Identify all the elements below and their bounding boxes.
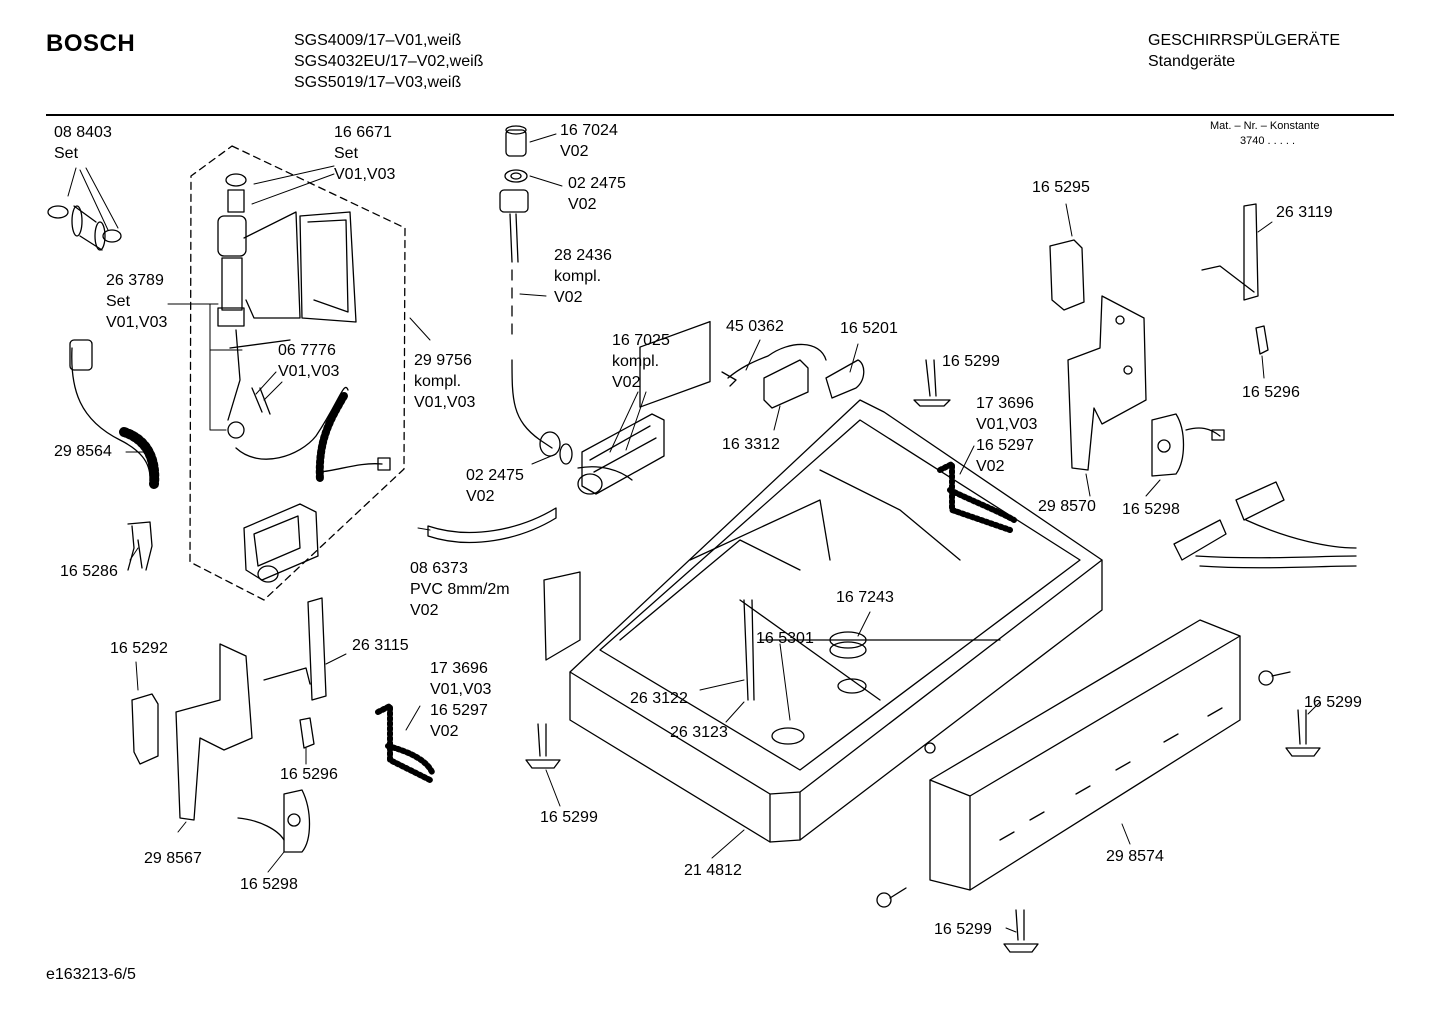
spring-bracket-part bbox=[378, 464, 1014, 780]
part-label-167243: 16 7243 bbox=[836, 589, 894, 606]
material-number-value: 3740 . . . . . bbox=[1240, 135, 1296, 147]
part-label-165299-left: 16 5299 bbox=[540, 809, 598, 826]
part-label-263123: 26 3123 bbox=[670, 724, 728, 741]
front-panel-part bbox=[930, 620, 1240, 890]
pressure-chamber-part bbox=[578, 414, 664, 494]
part-label-165286: 16 5286 bbox=[60, 563, 118, 580]
part-label-165201: 16 5201 bbox=[840, 320, 898, 337]
switch-bracket-part bbox=[1068, 296, 1356, 568]
part-label-165298-right: 16 5298 bbox=[1122, 501, 1180, 518]
model-line: SGS4009/17–V01,weiß bbox=[294, 32, 462, 49]
part-label-263122: 26 3122 bbox=[630, 690, 688, 707]
part-label-163312: 16 3312 bbox=[722, 436, 780, 453]
drawing-id: e163213-6/5 bbox=[46, 966, 136, 983]
part-label-450362: 45 0362 bbox=[726, 318, 784, 335]
category-subtitle: Standgeräte bbox=[1148, 53, 1236, 70]
part-label-165301: 16 5301 bbox=[756, 630, 814, 647]
material-number-block: Mat. – Nr. – Konstante 3740 . . . . . bbox=[1210, 119, 1319, 149]
board-holder-part bbox=[244, 504, 318, 582]
category-block: GESCHIRRSPÜLGERÄTE Standgeräte bbox=[1148, 30, 1340, 72]
hose-clamp-set-part bbox=[48, 206, 121, 250]
part-label-298574: 29 8574 bbox=[1106, 848, 1164, 865]
base-tub-part bbox=[544, 322, 1102, 842]
left-bracket-part bbox=[132, 598, 326, 852]
brand-logo: BOSCH bbox=[46, 30, 136, 57]
part-label-298570: 29 8570 bbox=[1038, 498, 1096, 515]
inlet-valve-part bbox=[218, 174, 356, 438]
leader-lines bbox=[68, 134, 1320, 932]
category-title: GESCHIRRSPÜLGERÄTE bbox=[1148, 32, 1341, 49]
hose-fitting-part bbox=[500, 126, 572, 464]
part-label-298564: 29 8564 bbox=[54, 443, 112, 460]
part-label-165299-upper: 16 5299 bbox=[942, 353, 1000, 370]
header-rule bbox=[46, 114, 1394, 116]
bellows-hose-part bbox=[70, 340, 154, 484]
screw-part bbox=[526, 360, 1320, 952]
part-label-165299-bottom: 16 5299 bbox=[934, 921, 992, 938]
part-label-165292: 16 5292 bbox=[110, 640, 168, 657]
part-label-165299-right: 16 5299 bbox=[1304, 694, 1362, 711]
pvc-hose-part bbox=[428, 508, 556, 542]
part-label-165295: 16 5295 bbox=[1032, 179, 1090, 196]
material-number-label: Mat. – Nr. – Konstante bbox=[1210, 120, 1320, 132]
model-list: SGS4009/17–V01,weiß SGS4032EU/17–V02,wei… bbox=[294, 30, 483, 93]
right-bracket-part bbox=[1050, 204, 1268, 354]
model-line: SGS5019/17–V03,weiß bbox=[294, 74, 462, 91]
part-label-298567: 29 8567 bbox=[144, 850, 202, 867]
part-label-165296-left: 16 5296 bbox=[280, 766, 338, 783]
part-label-263115: 26 3115 bbox=[352, 637, 409, 654]
coiled-hose-part bbox=[236, 387, 390, 480]
clip-part bbox=[128, 522, 152, 570]
assembly-dashed-outline bbox=[190, 146, 405, 600]
model-line: SGS4032EU/17–V02,weiß bbox=[294, 53, 484, 70]
part-label-165296-right: 16 5296 bbox=[1242, 384, 1300, 401]
part-label-263119: 26 3119 bbox=[1276, 204, 1333, 221]
part-label-165298-left: 16 5298 bbox=[240, 876, 298, 893]
part-label-214812: 21 4812 bbox=[684, 862, 742, 879]
wiring-part bbox=[722, 344, 864, 408]
